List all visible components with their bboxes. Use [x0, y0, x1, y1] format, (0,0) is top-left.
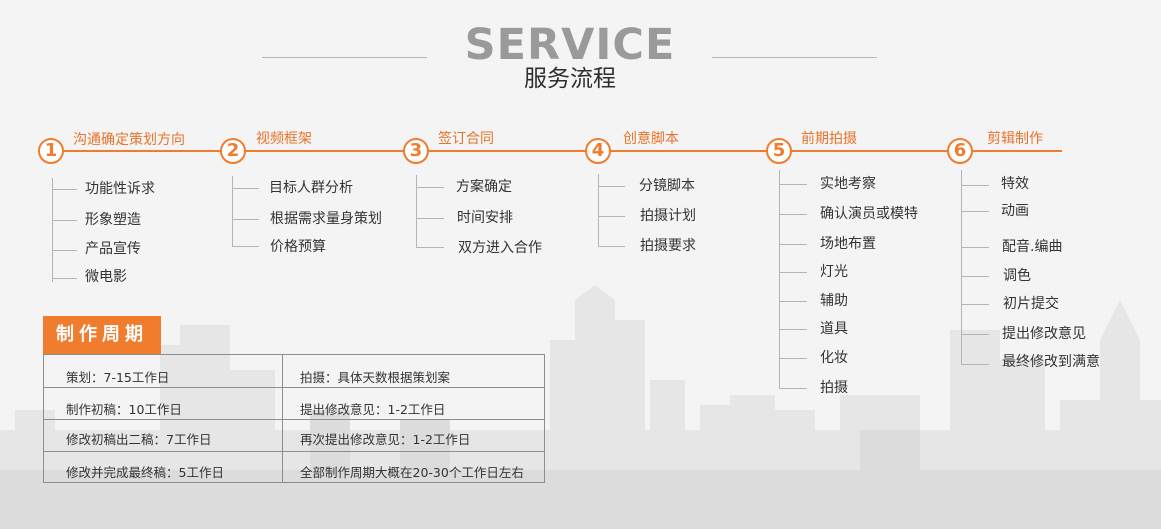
tick	[232, 219, 259, 220]
step-4-item: 拍摄要求	[640, 238, 696, 254]
tick	[52, 250, 77, 251]
production-cycle-table: 策划：7-15工作日 拍摄：具体天数根据策划案 制作初稿：10工作日 提出修改意…	[43, 354, 545, 483]
step-1-item: 微电影	[85, 269, 127, 285]
tick	[598, 246, 625, 247]
tick	[779, 214, 807, 215]
tick	[961, 211, 989, 212]
step-1-number-badge: 1	[38, 138, 64, 164]
step-6-item: 调色	[1003, 268, 1031, 284]
step-5-item: 确认演员或模特	[820, 206, 918, 222]
step-4-item: 分镜脚本	[639, 178, 695, 194]
tick	[779, 272, 807, 273]
step-5-item: 实地考察	[820, 176, 876, 192]
step-4-title: 创意脚本	[623, 131, 679, 147]
step-3-number-badge: 3	[403, 138, 429, 164]
tick	[416, 218, 444, 219]
step-6-item: 初片提交	[1003, 296, 1059, 312]
step-5-title: 前期拍摄	[801, 131, 857, 147]
step-2-item: 根据需求量身策划	[270, 211, 382, 227]
step-5-item: 化妆	[820, 350, 848, 366]
step-5-number-badge: 5	[766, 138, 792, 164]
table-row-divider	[44, 387, 544, 388]
step-4-list	[598, 174, 599, 246]
tick	[52, 189, 77, 190]
table-row-divider	[44, 419, 544, 420]
tick	[961, 185, 989, 186]
step-4-number-badge: 4	[585, 138, 611, 164]
header-left-rule	[262, 57, 427, 58]
tick	[779, 329, 807, 330]
step-3-item: 方案确定	[456, 179, 512, 195]
step-1-item: 产品宣传	[85, 241, 141, 257]
step-1-item: 功能性诉求	[85, 181, 155, 197]
tick	[779, 388, 807, 389]
tick	[961, 304, 989, 305]
tick	[598, 216, 625, 217]
table-cell: 修改并完成最终稿：5工作日	[66, 465, 224, 480]
table-cell: 再次提出修改意见：1-2工作日	[300, 432, 471, 447]
tick	[961, 334, 989, 335]
table-cell: 修改初稿出二稿：7工作日	[66, 432, 212, 447]
header-right-rule	[712, 57, 877, 58]
table-cell: 拍摄：具体天数根据策划案	[300, 370, 451, 385]
step-5-item: 辅助	[820, 293, 848, 309]
step-3-item: 双方进入合作	[458, 240, 542, 256]
tick	[779, 184, 807, 185]
step-5-item: 道具	[820, 321, 848, 337]
tick	[961, 364, 989, 365]
tick	[52, 278, 77, 279]
tick	[961, 276, 989, 277]
step-6-item: 配音.编曲	[1002, 239, 1063, 255]
step-2-list	[232, 176, 233, 246]
tick	[779, 244, 807, 245]
table-cell: 策划：7-15工作日	[66, 370, 170, 385]
step-6-item: 动画	[1001, 203, 1029, 219]
step-6-list	[961, 170, 962, 364]
table-row-divider	[44, 451, 544, 452]
page-title-chinese: 服务流程	[524, 66, 616, 92]
step-2-item: 价格预算	[270, 239, 326, 255]
step-5-item: 场地布置	[820, 236, 876, 252]
step-3-title: 签订合同	[438, 131, 494, 147]
tick	[779, 301, 807, 302]
step-6-item: 提出修改意见	[1002, 326, 1086, 342]
step-6-title: 剪辑制作	[987, 131, 1043, 147]
tick	[232, 246, 259, 247]
tick	[232, 188, 259, 189]
step-2-title: 视频框架	[256, 131, 312, 147]
step-6-item: 最终修改到满意	[1002, 354, 1100, 370]
step-2-number-badge: 2	[220, 138, 246, 164]
step-5-item: 灯光	[820, 264, 848, 280]
table-cell: 制作初稿：10工作日	[66, 402, 182, 417]
table-cell: 全部制作周期大概在20-30个工作日左右	[300, 465, 524, 480]
step-5-item: 拍摄	[820, 380, 848, 396]
timeline-line	[38, 150, 1062, 152]
tick	[52, 220, 77, 221]
tick	[416, 187, 444, 188]
step-6-item: 特效	[1001, 176, 1029, 192]
step-1-item: 形象塑造	[85, 212, 141, 228]
tick	[598, 186, 625, 187]
step-2-item: 目标人群分析	[269, 180, 353, 196]
table-divider	[282, 355, 283, 482]
tick	[779, 358, 807, 359]
tick	[416, 247, 444, 248]
step-3-list	[416, 175, 417, 247]
step-4-item: 拍摄计划	[640, 208, 696, 224]
step-1-title: 沟通确定策划方向	[73, 132, 185, 148]
step-1-list	[52, 178, 53, 282]
tick	[961, 247, 989, 248]
page-title-english: SERVICE	[464, 20, 676, 70]
step-3-item: 时间安排	[457, 210, 513, 226]
table-cell: 提出修改意见：1-2工作日	[300, 402, 446, 417]
step-6-number-badge: 6	[947, 138, 973, 164]
production-cycle-heading: 制作周期	[43, 316, 161, 354]
step-5-list	[779, 170, 780, 388]
